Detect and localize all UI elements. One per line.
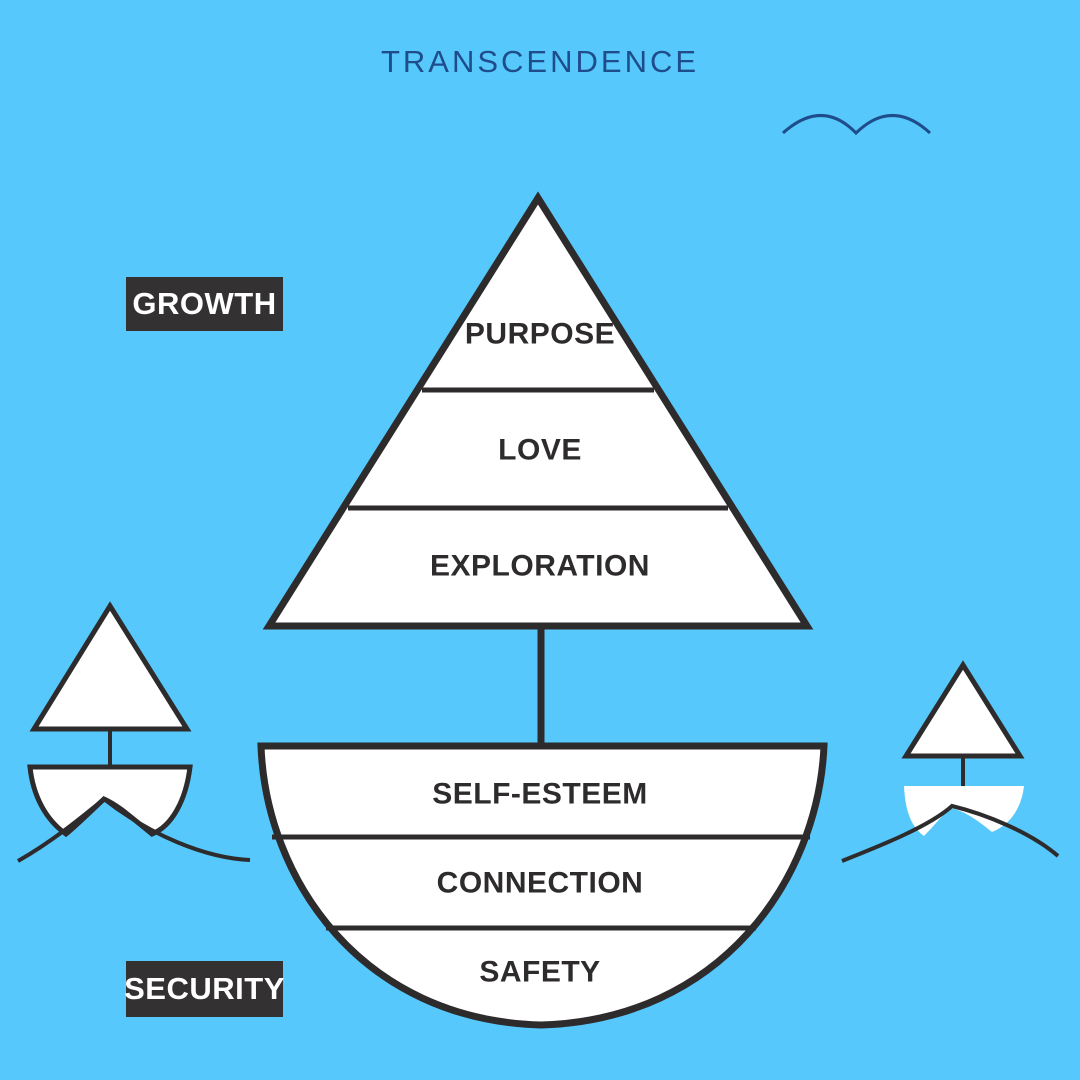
security-tag: SECURITY	[124, 961, 284, 1017]
right-boat-icon	[841, 660, 1060, 863]
main-sail	[262, 191, 814, 630]
sail-level-love: LOVE	[498, 434, 582, 467]
sail-level-exploration: EXPLORATION	[430, 550, 650, 583]
sail-level-purpose: PURPOSE	[465, 318, 615, 351]
main-hull	[257, 742, 828, 1029]
hull-level-self-esteem: SELF-ESTEEM	[432, 778, 648, 811]
hull-level-safety: SAFETY	[479, 956, 600, 989]
hull-level-connection: CONNECTION	[437, 867, 644, 900]
diagram-title: TRANSCENDENCE	[380, 44, 700, 79]
bird-icon	[781, 114, 932, 136]
growth-tag: GROWTH	[126, 277, 283, 331]
left-boat-icon	[17, 601, 251, 863]
